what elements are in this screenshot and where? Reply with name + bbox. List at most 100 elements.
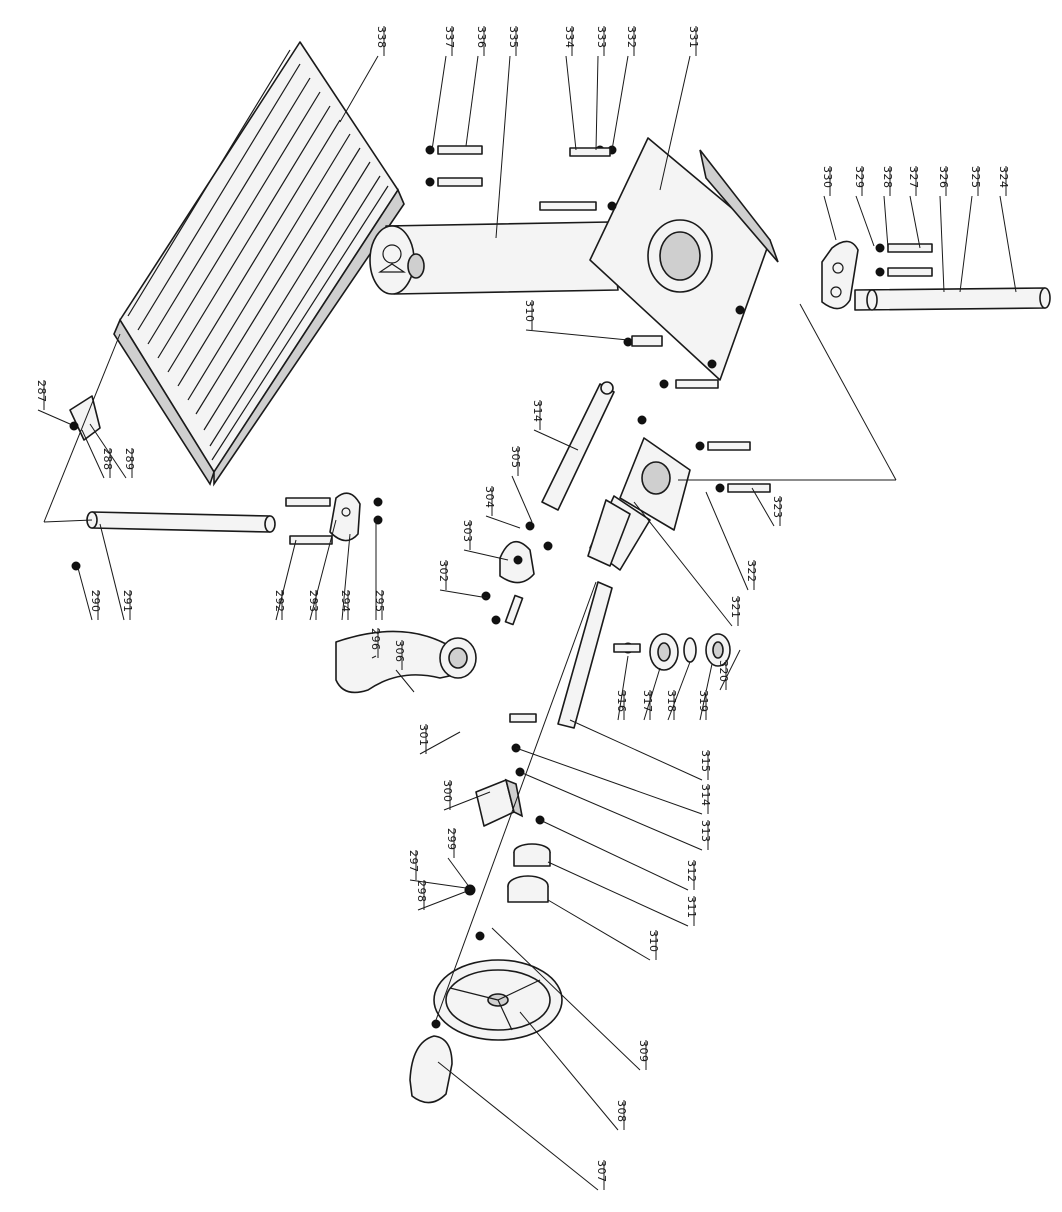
callout-leader-332: [611, 55, 629, 151]
callout-leader-301: [419, 731, 461, 755]
callout-label-312: 312: [685, 860, 698, 883]
callout-label-293: 293: [307, 590, 320, 613]
callout-leader-291: [99, 523, 125, 621]
callout-label-334: 334: [563, 26, 576, 49]
handwheel-knob: [409, 1019, 453, 1104]
callout-label-317: 317: [641, 690, 654, 713]
callout-label-324: 324: [997, 166, 1010, 189]
callout-leader-293: [309, 519, 337, 621]
callout-leader-292: [275, 539, 297, 621]
callout-leader-299: [447, 857, 471, 889]
callout-leader-310: [525, 329, 629, 341]
callout-leader-314: [533, 429, 579, 451]
center-lines: [43, 303, 897, 1021]
callout-leader-324: [999, 195, 1017, 293]
callout-label-320: 320: [717, 660, 730, 683]
collars: [464, 843, 551, 903]
callout-leader-312: [539, 819, 689, 891]
worm-shaft: [541, 381, 615, 511]
callout-label-290: 290: [89, 590, 102, 613]
callout-leader-306: [395, 669, 415, 693]
callout-label-313: 313: [699, 820, 712, 843]
left-rod: [86, 511, 276, 533]
callout-leader-296: [371, 655, 377, 659]
callout-leader-313: [519, 771, 703, 851]
callout-leader-330: [823, 195, 837, 241]
callout-label-327: 327: [907, 166, 920, 189]
lock-plate: [499, 540, 535, 584]
callout-leader-290: [77, 567, 93, 621]
small-bracket-left: [69, 395, 101, 441]
callout-leader-314: [515, 747, 703, 815]
callout-leader-316: [617, 655, 629, 721]
callout-label-300: 300: [441, 780, 454, 803]
callout-label-315: 315: [699, 750, 712, 773]
callout-leader-307: [437, 1061, 599, 1191]
callout-label-328: 328: [881, 166, 894, 189]
callout-label-314: 314: [531, 400, 544, 423]
callout-label-287: 287: [35, 380, 48, 403]
callout-leader-321: [633, 501, 733, 627]
callout-label-333: 333: [595, 26, 608, 49]
callout-label-331: 331: [687, 26, 700, 49]
callout-leader-336: [465, 55, 479, 147]
callout-leader-318: [667, 661, 691, 721]
callout-label-330: 330: [821, 166, 834, 189]
callout-label-294: 294: [339, 590, 352, 613]
left-clamp: [329, 492, 361, 542]
callout-label-322: 322: [745, 560, 758, 583]
table-arm-cylinder: [369, 221, 619, 295]
callout-leader-298: [417, 889, 471, 911]
callout-leader-317: [643, 667, 661, 721]
callout-leader-320: [719, 649, 741, 691]
callout-leader-287: [37, 409, 71, 425]
callout-label-289: 289: [123, 448, 136, 471]
column-rod: [854, 287, 1051, 311]
callout-leader-329: [855, 195, 875, 247]
handwheel: [433, 959, 563, 1041]
callout-leader-308: [519, 1011, 619, 1131]
bolts: [285, 145, 933, 723]
callout-label-310: 310: [647, 930, 660, 953]
scale-block: [475, 778, 524, 827]
callout-label-292: 292: [273, 590, 286, 613]
callout-leader-305: [511, 475, 533, 523]
callout-label-298: 298: [415, 880, 428, 903]
callout-leader-333: [595, 55, 599, 151]
callout-leader-338: [339, 55, 379, 123]
callout-label-291: 291: [121, 590, 134, 613]
callout-label-325: 325: [969, 166, 982, 189]
callout-leader-304: [485, 515, 521, 529]
callout-leader-288: [81, 429, 105, 479]
callout-label-321: 321: [729, 596, 742, 619]
callout-leader-322: [705, 491, 749, 591]
callout-label-311: 311: [685, 896, 698, 919]
callout-label-301: 301: [417, 724, 430, 747]
column-clamp: [821, 240, 859, 310]
callout-leader-309: [491, 927, 641, 1071]
callout-leader-327: [909, 195, 921, 249]
bracket-housing: [589, 137, 779, 381]
callout-label-288: 288: [101, 448, 114, 471]
callout-label-319: 319: [697, 690, 710, 713]
callout-label-310: 310: [523, 300, 536, 323]
gear-shaft: [557, 499, 631, 729]
crank-handle: [335, 630, 477, 694]
callout-label-308: 308: [615, 1100, 628, 1123]
callout-label-306: 306: [393, 640, 406, 663]
callout-label-314: 314: [699, 784, 712, 807]
callout-label-316: 316: [615, 690, 628, 713]
callout-label-336: 336: [475, 26, 488, 49]
callout-leader-328: [883, 195, 889, 249]
callout-label-299: 299: [445, 828, 458, 851]
callout-leader-303: [463, 549, 509, 561]
callout-label-296: 296: [369, 628, 382, 651]
callout-leader-323: [751, 487, 775, 527]
callout-leader-331: [659, 55, 691, 191]
callout-leader-315: [569, 719, 703, 781]
callout-leader-311: [547, 861, 689, 927]
callout-label-338: 338: [375, 26, 388, 49]
callout-leader-325: [959, 195, 973, 293]
callout-leader-297: [409, 879, 467, 889]
